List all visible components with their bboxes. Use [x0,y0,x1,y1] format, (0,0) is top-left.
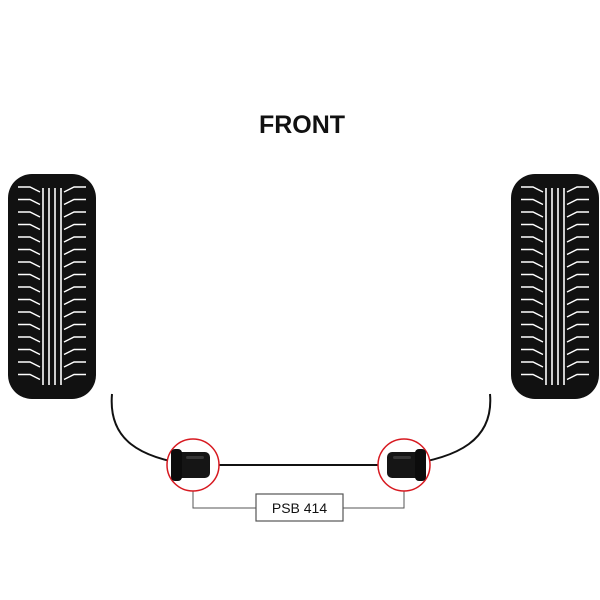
tread-sipe [63,223,86,231]
tread-sipe [566,198,589,206]
tread-sipe [18,248,41,256]
tread-sipe [521,361,544,368]
tread-sipe [18,298,41,306]
tread-sipe [63,198,86,206]
tread-sipe [566,336,589,343]
tread-sipe [18,223,41,231]
left-tyre-tread [18,186,86,385]
anti-roll-bar [110,393,492,466]
right-bush-shine [393,456,411,459]
tread-sipe [521,311,544,318]
tread-sipe [566,223,589,231]
left-bush-flange [171,449,182,481]
tread-sipe [18,211,41,218]
tread-sipe [521,236,544,243]
tread-sipe [63,311,86,318]
left-bush-shine [186,456,204,459]
tread-sipe [521,373,544,381]
tread-sipe [566,361,589,368]
tread-sipe [63,361,86,368]
tread-sipe [18,323,41,331]
tread-sipe [521,323,544,331]
tread-sipe [18,286,41,293]
tread-sipe [566,248,589,256]
tread-sipe [521,286,544,293]
tread-sipe [63,248,86,256]
tread-sipe [566,348,589,356]
tread-sipe [521,273,544,281]
right-bush-highlight [377,438,431,492]
tread-sipe [521,348,544,356]
tread-sipe [521,336,544,343]
tread-sipe [18,273,41,281]
part-number-label: PSB 414 [272,500,327,516]
tread-sipe [566,261,589,268]
tread-sipe [18,198,41,206]
tread-sipe [63,323,86,331]
tread-sipe [18,186,41,193]
tread-sipe [566,373,589,381]
tread-sipe [18,348,41,356]
tread-sipe [566,298,589,306]
left-tyre [8,174,96,399]
tread-sipe [18,361,41,368]
tread-sipe [566,211,589,218]
front-heading: FRONT [259,111,345,139]
right-tyre-tread [521,186,589,385]
tread-sipe [63,373,86,381]
tread-sipe [521,298,544,306]
right-bush-flange [415,449,426,481]
tread-sipe [63,186,86,193]
tread-sipe [18,261,41,268]
tread-sipe [63,236,86,243]
tread-sipe [18,373,41,381]
right-tyre-body [511,174,599,399]
tread-sipe [63,336,86,343]
tread-sipe [566,186,589,193]
tread-sipe [18,236,41,243]
left-bush-highlight [166,438,220,492]
tread-sipe [63,298,86,306]
tread-sipe [63,211,86,218]
tread-sipe [63,348,86,356]
tread-sipe [566,311,589,318]
tread-sipe [521,248,544,256]
tread-sipe [521,261,544,268]
tread-sipe [566,273,589,281]
tread-sipe [18,311,41,318]
tread-sipe [521,198,544,206]
tread-sipe [521,211,544,218]
tread-sipe [521,223,544,231]
part-label-box [255,493,344,522]
tread-sipe [566,236,589,243]
right-tyre [511,174,599,399]
tread-sipe [63,273,86,281]
tread-sipe [566,286,589,293]
part-label-callout: PSB 414 [192,489,405,522]
tread-sipe [566,323,589,331]
left-tyre-body [8,174,96,399]
tread-sipe [63,261,86,268]
tread-sipe [63,286,86,293]
tread-sipe [18,336,41,343]
tread-sipe [521,186,544,193]
